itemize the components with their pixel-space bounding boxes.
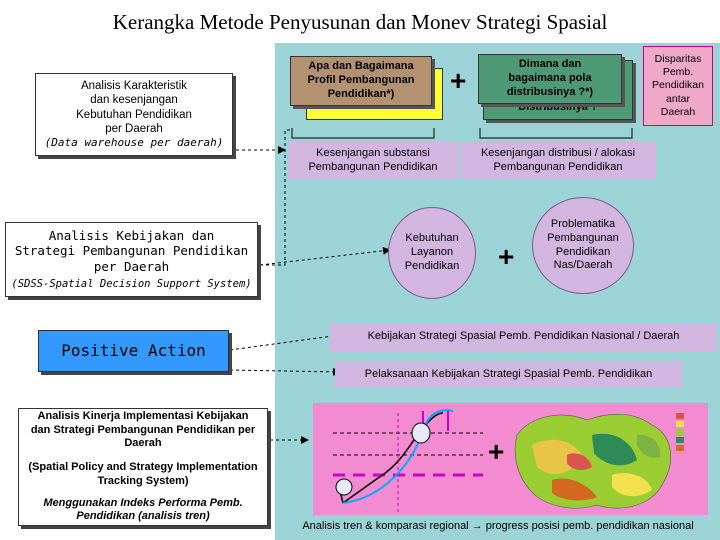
plus-sign-1: +	[450, 65, 467, 96]
brown-line-3: Pendidikan*)	[327, 87, 395, 100]
arrow-box2-to-kebutuhan	[259, 246, 391, 266]
problematika-line-1: Problematika	[550, 218, 616, 230]
analisis-karakteristik-box: Analisis Karakteristik dan kesenjangan K…	[35, 73, 233, 156]
box3-line-1: Analisis Kinerja Implementasi Kebijakan	[37, 409, 249, 422]
substansi-line-1: Kesenjangan substansi	[316, 147, 430, 160]
box3-line-2: dan Strategi Pembangunan Pendidikan per	[30, 423, 256, 436]
box1-line-1: Analisis Karakteristik	[80, 79, 188, 92]
plus-sign-2: +	[498, 241, 515, 272]
disparitas-line-4: antar	[666, 92, 690, 105]
substansi-line-2: Pembangunan Pendidikan	[308, 161, 438, 173]
box3-mid-2: Tracking System)	[97, 474, 189, 487]
box1-line-4: per Daerah	[105, 123, 163, 135]
kebutuhan-line-2: Layanon	[410, 246, 454, 259]
green-line-1: Dimana dan	[518, 58, 582, 71]
pelaksanaan-box: Pelaksanaan Kebijakan Strategi Spasial P…	[335, 362, 682, 388]
box3-italic-2: Pendidikan (analisis tren)	[76, 510, 210, 523]
profil-brown-box: Apa dan Bagaimana Profil Pembangunan Pen…	[290, 56, 432, 106]
green-line-2: bagaimana pola	[508, 72, 592, 85]
disparitas-line-1: Disparitas	[654, 53, 702, 66]
green-line-3: distribusinya ?*)	[506, 85, 594, 98]
problematika-line-2: Pembangunan	[547, 231, 619, 244]
disparitas-box: Disparitas Pemb. Pendidikan antar Daerah	[643, 46, 713, 126]
kesenjangan-substansi-box: Kesenjangan substansi Pembangunan Pendid…	[288, 142, 458, 180]
caption-analisis-tren: Analisis tren & komparasi regional → pro…	[278, 518, 718, 536]
box2-line-2: Strategi Pembangunan Pendidikan	[14, 243, 249, 259]
disparitas-line-5: Daerah	[660, 105, 696, 118]
trend-chart	[333, 409, 483, 513]
disparitas-line-2: Pemb.	[662, 66, 694, 79]
box3-italic-1: Menggunakan Indeks Performa Pemb.	[43, 496, 243, 509]
distribusi-line-1: Kesenjangan distribusi / alokasi	[480, 147, 636, 160]
brown-line-1: Apa dan Bagaimana	[308, 60, 414, 73]
brown-line-2: Profil Pembangunan	[307, 74, 415, 87]
pelaksanaan-label: Pelaksanaan Kebijakan Strategi Spasial P…	[364, 368, 653, 381]
arrow-positive-to-kebijakan	[229, 331, 341, 351]
caption-label: Analisis tren & komparasi regional → pro…	[302, 520, 694, 533]
plus-sign-3: +	[488, 436, 505, 467]
kebijakan-strategi-box: Kebijakan Strategi Spasial Pemb. Pendidi…	[330, 323, 717, 351]
box2-italic: (SDSS-Spatial Decision Support System)	[11, 278, 252, 291]
analisis-kebijakan-box: Analisis Kebijakan dan Strategi Pembangu…	[5, 222, 258, 297]
kesenjangan-distribusi-box: Kesenjangan distribusi / alokasi Pembang…	[460, 142, 656, 180]
box2-line-1: Analisis Kebijakan dan	[48, 227, 215, 243]
kebutuhan-line-1: Kebutuhan	[405, 232, 459, 245]
positive-action-box: Positive Action	[38, 330, 229, 372]
trend-point-low	[335, 478, 353, 496]
problematika-ellipse: Problematika Pembangunan Pendidikan Nas/…	[532, 197, 634, 294]
problematika-line-4: Nas/Daerah	[553, 259, 613, 272]
box1-line-2: dan kesenjangan	[90, 94, 178, 107]
problematika-line-3: Pendidikan	[555, 245, 611, 258]
box1-line-3: Kebutuhan Pendidikan	[76, 108, 192, 121]
disparitas-line-3: Pendidikan	[652, 79, 704, 92]
box1-italic: (Data warehouse per daerah)	[44, 136, 224, 150]
kebutuhan-line-3: Pendidikan	[404, 259, 460, 272]
arrow-positive-to-pelaksanaan	[229, 367, 341, 376]
arrow-box2-up	[260, 129, 292, 266]
kebutuhan-layanan-ellipse: Kebutuhan Layanon Pendidikan	[388, 207, 476, 299]
box3-line-3: Daerah	[124, 437, 162, 450]
kebijakan-label: Kebijakan Strategi Spasial Pemb. Pendidi…	[367, 330, 680, 343]
positive-action-label: Positive Action	[61, 341, 206, 360]
green-back-label: Distribusinya ?	[518, 101, 598, 114]
analisis-kinerja-box: Analisis Kinerja Implementasi Kebijakan …	[18, 408, 268, 526]
box2-line-3: per Daerah	[93, 258, 170, 274]
distribusi-green-box: Dimana dan bagaimana pola distribusinya …	[478, 54, 622, 104]
distribusi-line-2: Pembangunan Pendidikan	[493, 161, 623, 173]
trend-point-high	[411, 422, 431, 444]
page-title: Kerangka Metode Penyusunan dan Monev Str…	[112, 10, 608, 34]
box3-mid-1: (Spatial Policy and Strategy Implementat…	[28, 461, 258, 474]
regional-map	[512, 405, 704, 515]
